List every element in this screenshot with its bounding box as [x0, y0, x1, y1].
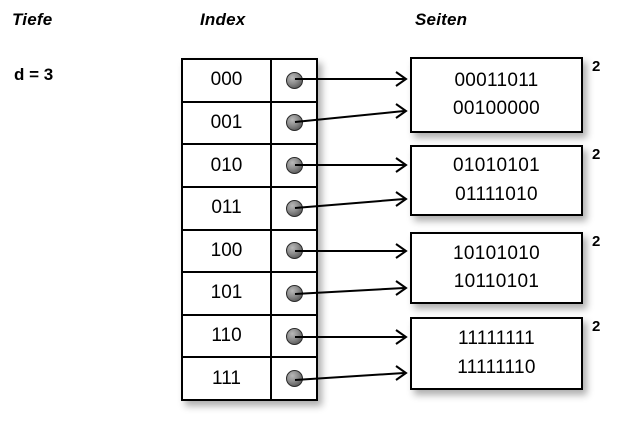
page-local-depth: 2: [592, 318, 601, 335]
index-row[interactable]: 011: [183, 187, 316, 231]
page-local-depth: 2: [592, 233, 601, 250]
index-key: 101: [183, 273, 272, 314]
index-key: 001: [183, 102, 272, 144]
pointer-arrow-head: [395, 243, 408, 259]
page-local-depth: 2: [592, 146, 601, 163]
page-box[interactable]: 10101010 10110101: [410, 232, 583, 304]
index-key: 100: [183, 230, 272, 272]
page-box[interactable]: 01010101 01111010: [410, 145, 583, 216]
pointer-dot-icon: [285, 157, 303, 175]
pointer-dot-icon: [285, 370, 303, 388]
page-box[interactable]: 11111111 11111110: [410, 317, 583, 390]
index-row[interactable]: 110: [183, 315, 316, 359]
pointer-dot-icon: [285, 71, 303, 89]
pointer-dot-icon: [285, 114, 303, 132]
index-row[interactable]: 001: [183, 102, 316, 146]
pointer-dot-icon: [285, 199, 303, 217]
index-pointer-cell[interactable]: [272, 103, 316, 144]
page-record: 00011011: [454, 69, 539, 91]
pointer-arrow-head: [395, 329, 408, 345]
index-key: 011: [183, 187, 272, 229]
index-pointer-cell[interactable]: [272, 273, 316, 314]
pointer-arrow-head: [395, 71, 408, 87]
pointer-arrow-head: [395, 365, 408, 381]
index-key: 000: [183, 60, 272, 101]
index-pointer-cell[interactable]: [272, 188, 316, 229]
page-record: 11111110: [457, 356, 536, 378]
index-row[interactable]: 111: [183, 358, 316, 399]
pointer-arrow-head: [395, 280, 408, 296]
page-record: 11111111: [457, 328, 536, 349]
page-record: 10110101: [453, 271, 540, 292]
index-pointer-cell[interactable]: [272, 231, 316, 272]
index-pointer-cell[interactable]: [272, 60, 316, 101]
index-row[interactable]: 101: [183, 273, 316, 316]
index-key: 010: [183, 145, 272, 186]
index-row[interactable]: 010: [183, 145, 316, 188]
pointer-dot-icon: [285, 242, 303, 260]
column-header-index: Index: [200, 10, 246, 29]
page-record: 00100000: [453, 98, 540, 119]
index-row[interactable]: 100: [183, 230, 316, 274]
index-key: 111: [183, 358, 272, 399]
index-key: 110: [183, 315, 272, 357]
index-pointer-cell[interactable]: [272, 145, 316, 186]
index-table: 000 001 010 011 100 101 110 111: [181, 58, 318, 401]
pointer-arrow-head: [395, 103, 408, 119]
pointer-arrow-head: [395, 191, 408, 207]
pointer-dot-icon: [285, 284, 303, 302]
page-local-depth: 2: [592, 58, 601, 75]
column-header-depth: Tiefe: [12, 10, 53, 29]
global-depth-value: d = 3: [14, 65, 54, 84]
page-box[interactable]: 00011011 00100000: [410, 57, 583, 133]
index-pointer-cell[interactable]: [272, 358, 316, 399]
pointer-arrow-head: [395, 157, 408, 173]
page-record: 01010101: [453, 155, 540, 176]
page-record: 10101010: [453, 242, 540, 264]
index-pointer-cell[interactable]: [272, 316, 316, 357]
page-record: 01111010: [455, 183, 538, 205]
pointer-dot-icon: [285, 327, 303, 345]
column-header-pages: Seiten: [415, 10, 468, 29]
index-row[interactable]: 000: [183, 60, 316, 103]
